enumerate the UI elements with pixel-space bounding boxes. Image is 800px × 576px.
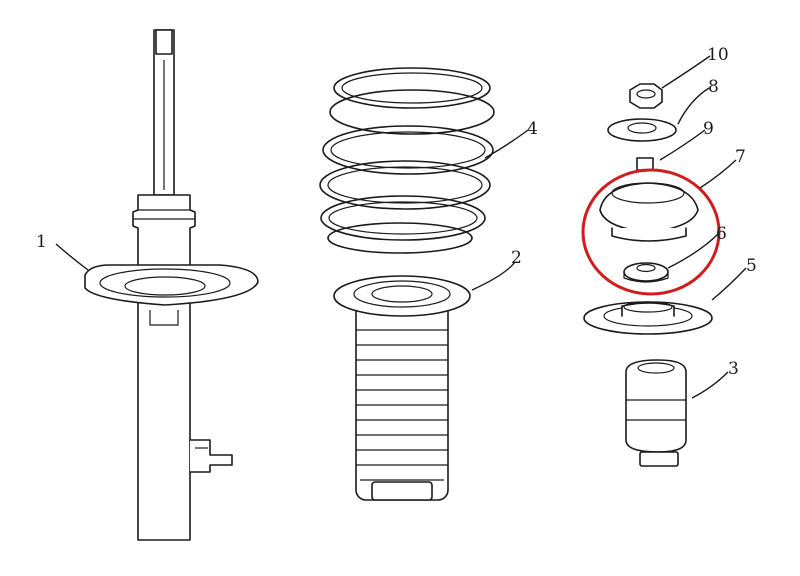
callout-10: 10	[707, 45, 729, 65]
callout-6: 6	[716, 224, 727, 244]
spacer	[636, 157, 654, 171]
bump-stop	[625, 359, 687, 467]
callout-3: 3	[728, 359, 739, 379]
leader-lines	[55, 55, 747, 399]
top-mount	[599, 182, 699, 242]
upper-spring-seat	[583, 301, 713, 335]
callout-1: 1	[36, 232, 47, 252]
callout-4: 4	[527, 119, 538, 139]
lower-spring-seat	[84, 264, 259, 306]
callout-8: 8	[708, 77, 719, 97]
callout-2: 2	[511, 248, 522, 268]
callout-9: 9	[703, 119, 714, 139]
washer	[607, 118, 677, 142]
coil-spring	[319, 67, 495, 254]
rubber-boot	[333, 275, 471, 501]
bearing	[623, 262, 669, 283]
highlight-circle	[581, 168, 721, 296]
callout-5: 5	[746, 256, 757, 276]
top-nut	[629, 83, 663, 109]
callout-7: 7	[735, 147, 746, 167]
